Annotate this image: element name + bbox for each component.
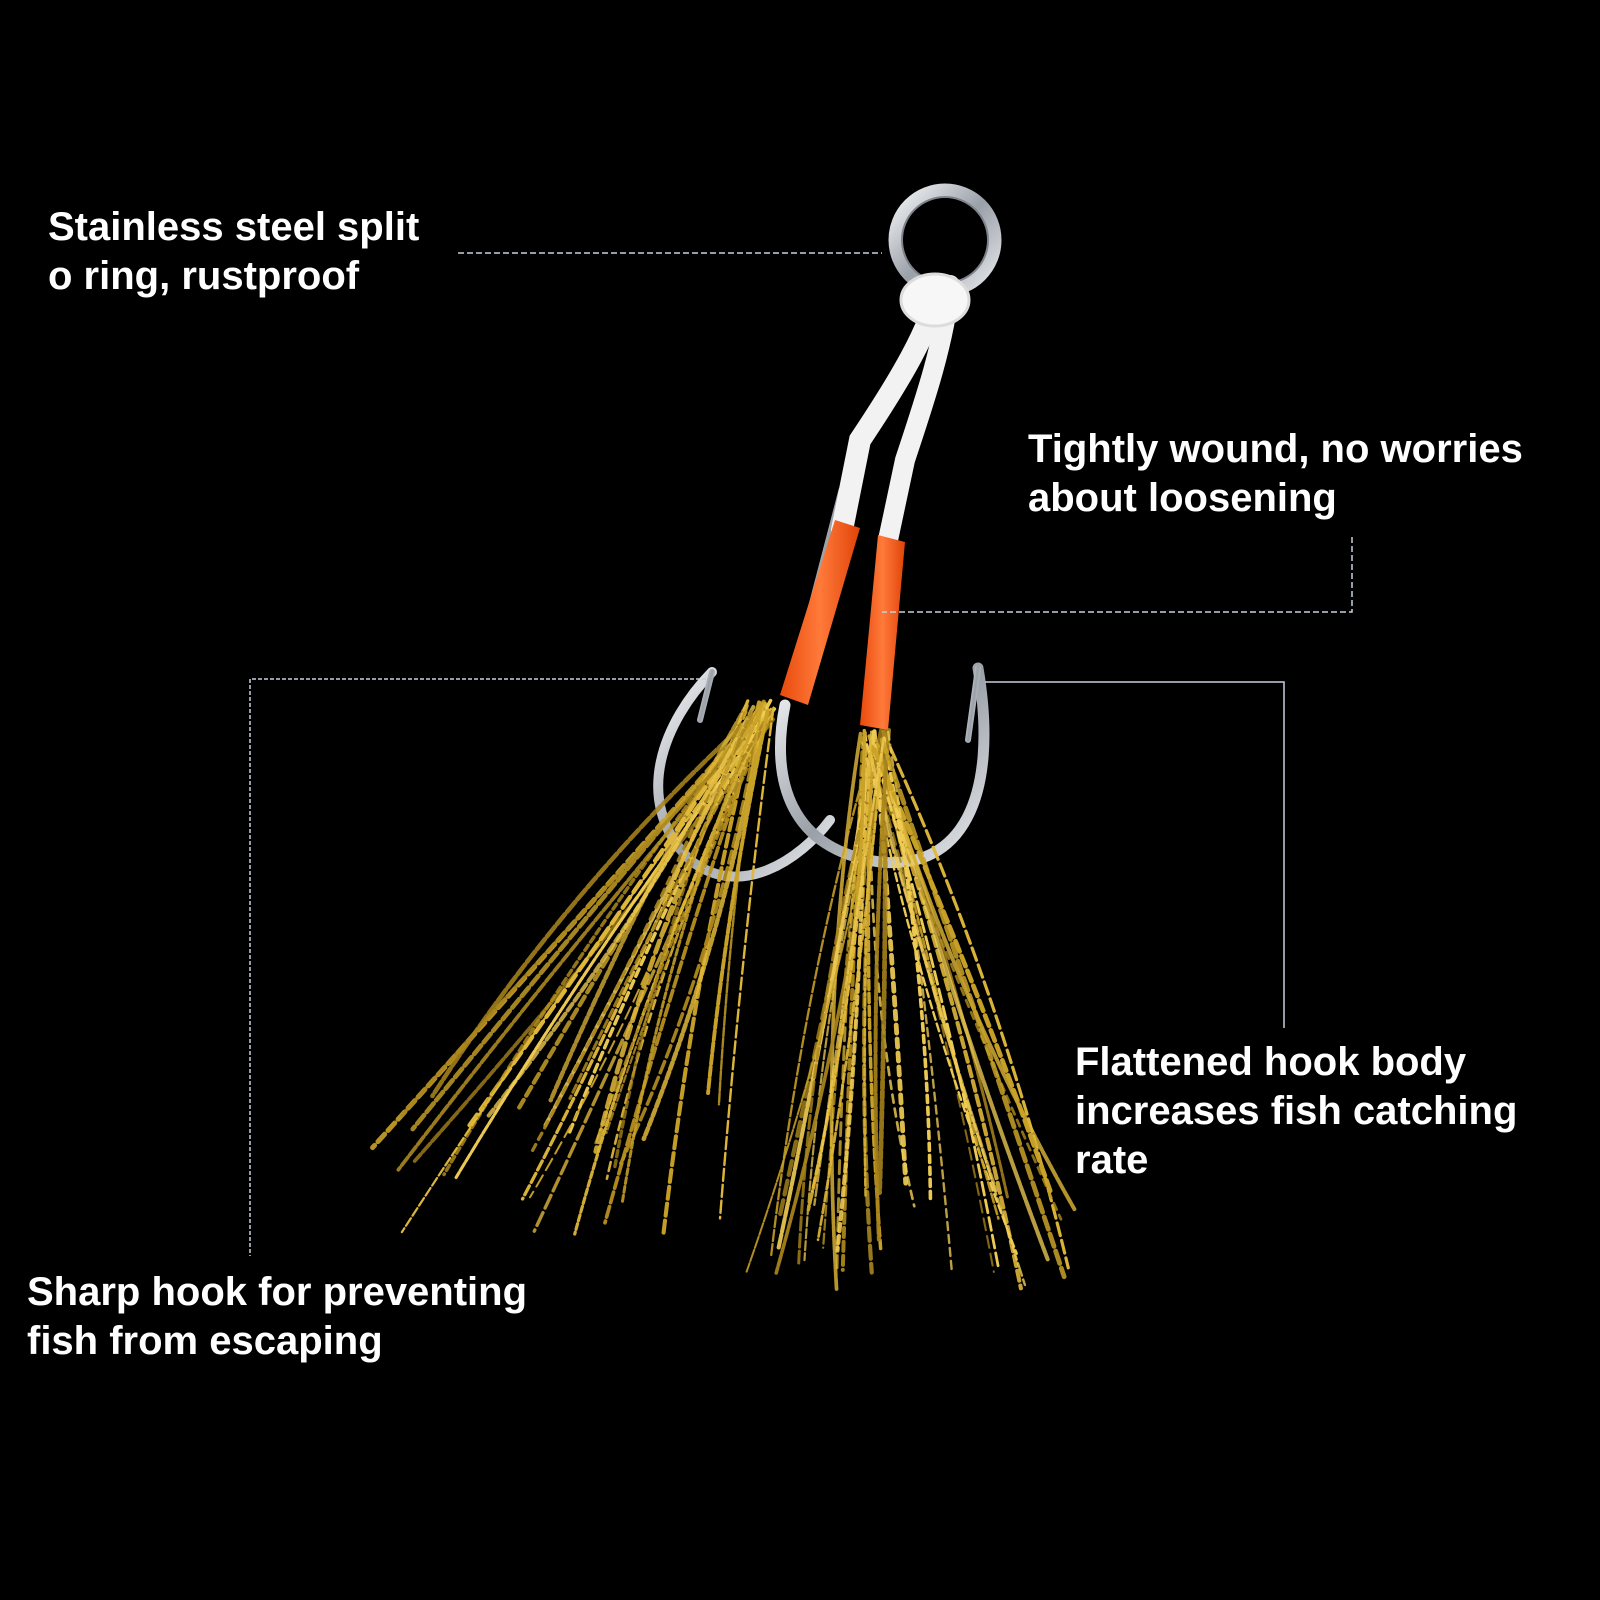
gold-tinsel bbox=[370, 698, 1077, 1292]
callout-flattened-hook: Flattened hook body increases fish catch… bbox=[1075, 1038, 1517, 1185]
callout-line: fish from escaping bbox=[27, 1319, 383, 1363]
callout-line: o ring, rustproof bbox=[48, 254, 360, 298]
leader-lines bbox=[249, 252, 1353, 1256]
callout-line: Sharp hook for preventing bbox=[27, 1270, 528, 1314]
callout-line: Tightly wound, no worries bbox=[1028, 427, 1523, 471]
callout-line: about loosening bbox=[1028, 476, 1337, 520]
callout-tightly-wound: Tightly wound, no worries about loosenin… bbox=[1028, 425, 1523, 523]
leader-wound bbox=[882, 537, 1353, 613]
callout-line: Flattened hook body bbox=[1075, 1040, 1467, 1084]
thread-wrap bbox=[780, 520, 905, 730]
callout-ring-rustproof: Stainless steel split o ring, rustproof bbox=[48, 203, 419, 301]
callout-line: increases fish catching bbox=[1075, 1089, 1518, 1133]
callout-line: rate bbox=[1075, 1138, 1149, 1182]
white-cord bbox=[831, 272, 971, 550]
callout-line: Stainless steel split bbox=[48, 205, 420, 249]
callout-sharp-hook: Sharp hook for preventing fish from esca… bbox=[27, 1268, 527, 1366]
leader-sharp bbox=[249, 678, 706, 1256]
leader-flattened bbox=[985, 681, 1285, 1028]
